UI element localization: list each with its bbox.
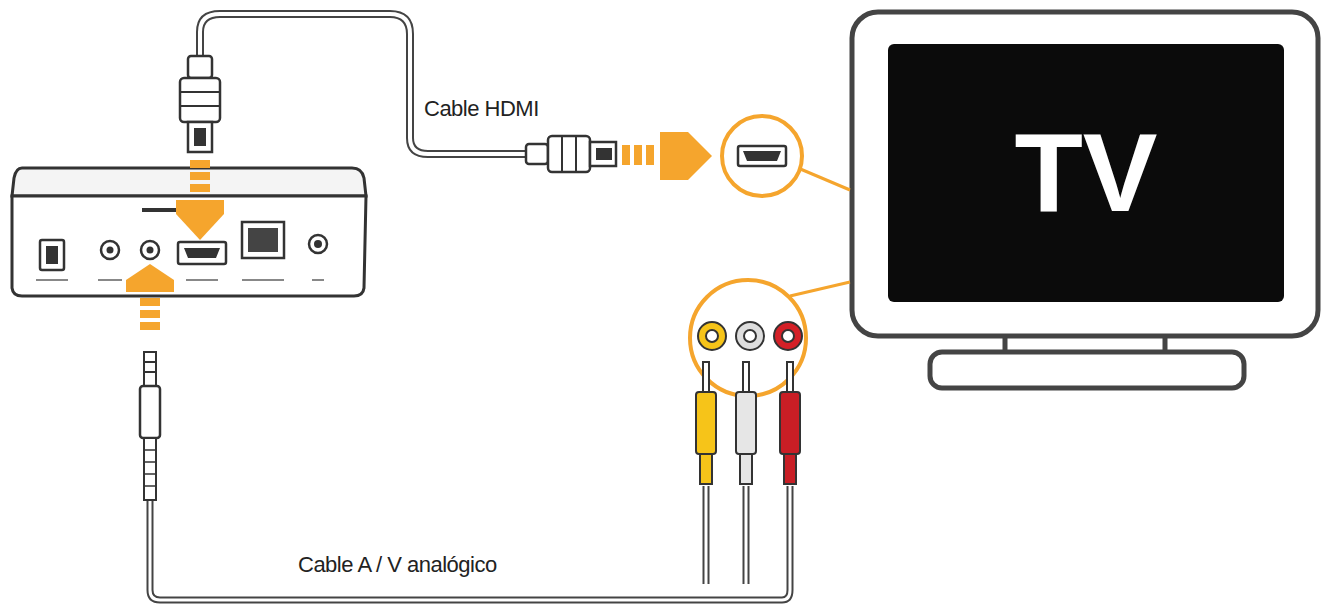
orange-arrows [126, 132, 712, 330]
cable-label: Cable A / V analógico [298, 552, 497, 578]
hdmi-port-callout [722, 116, 850, 196]
av-cable [140, 352, 790, 600]
hdmi-cable [180, 14, 616, 172]
rca-plugs [690, 280, 850, 484]
set-top-box [12, 168, 366, 296]
tv-set [852, 12, 1318, 388]
cable-label: Cable HDMI [424, 96, 539, 122]
tv-screen: TV [888, 44, 1284, 302]
tv-label: TV [1014, 117, 1157, 229]
